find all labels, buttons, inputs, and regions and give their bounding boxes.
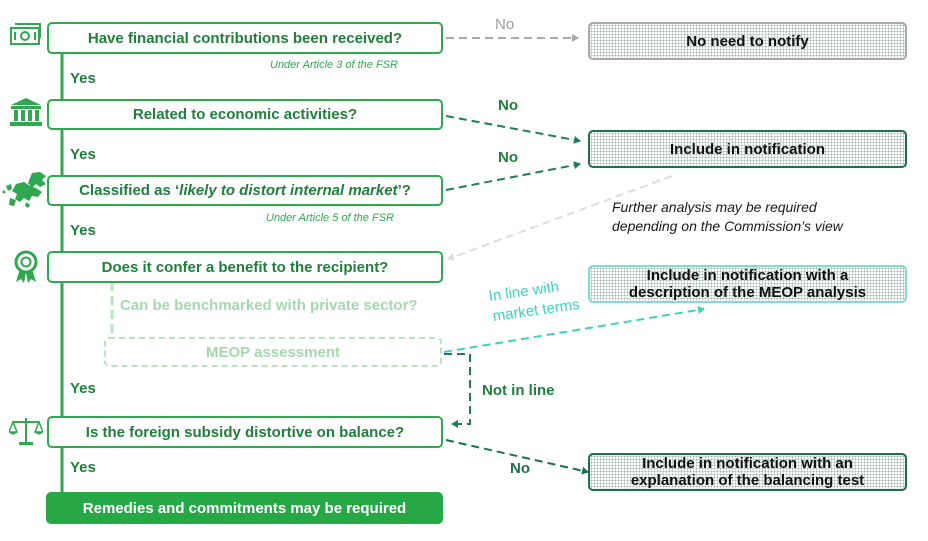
outcome-balancing-test: Include in notification with an explanat…	[588, 453, 907, 491]
question-economic-activities: Related to economic activities?	[47, 99, 443, 130]
no-arrow-q3	[445, 161, 581, 191]
no-label-2: No	[498, 97, 518, 114]
bank-building-icon	[10, 97, 42, 127]
outcome-balancing-test-line-2: explanation of the balancing test	[630, 472, 865, 489]
outcome-meop-description-line-2: description of the MEOP analysis	[628, 284, 867, 301]
question-distortive-on-balance-text: Is the foreign subsidy distortive on bal…	[85, 423, 405, 441]
question-financial-contributions: Have financial contributions been receiv…	[47, 22, 443, 54]
no-label-3: No	[498, 149, 518, 166]
further-analysis-note-line-2: depending on the Commission’s view	[612, 218, 843, 234]
question-likely-to-distort-text: Classified as ‘likely to distort interna…	[79, 182, 411, 199]
remedies-text: Remedies and commitments may be required	[82, 499, 407, 517]
question-economic-activities-text: Related to economic activities?	[132, 106, 358, 123]
question-financial-contributions-text: Have financial contributions been receiv…	[87, 29, 403, 47]
in-line-arrow	[443, 306, 705, 353]
outcome-include-in-notification: Include in notification	[588, 130, 907, 168]
outcome-no-need-to-notify-text: No need to notify	[686, 32, 809, 50]
europe-map-icon	[2, 170, 50, 210]
question-confer-benefit-text: Does it confer a benefit to the recipien…	[101, 258, 389, 276]
not-in-line-label: Not in line	[482, 382, 555, 399]
meop-assessment-text: MEOP assessment	[206, 343, 340, 361]
yes-label-3: Yes	[70, 222, 96, 239]
yes-label-4: Yes	[70, 380, 96, 397]
article-5-reference: Under Article 5 of the FSR	[266, 212, 394, 224]
no-label-1: No	[495, 16, 515, 33]
outcome-no-need-to-notify: No need to notify	[588, 22, 907, 60]
question-distortive-on-balance: Is the foreign subsidy distortive on bal…	[47, 416, 443, 448]
no-arrow-q2	[445, 115, 581, 144]
no-arrow-q5	[445, 439, 589, 475]
outcome-meop-description-line-1: Include in notification with a	[646, 267, 849, 284]
outcome-balancing-test-line-1: Include in notification with an	[642, 455, 853, 472]
article-3-reference: Under Article 3 of the FSR	[270, 59, 398, 71]
not-in-line-arrow	[444, 353, 471, 428]
yes-label-2: Yes	[70, 146, 96, 163]
remedies-box: Remedies and commitments may be required	[46, 492, 443, 524]
banknote-icon	[9, 22, 45, 48]
outcome-include-in-notification-text: Include in notification	[670, 140, 825, 158]
yes-label-1: Yes	[70, 70, 96, 87]
question-likely-to-distort: Classified as ‘likely to distort interna…	[47, 175, 443, 206]
further-analysis-note: Further analysis may be required dependi…	[612, 198, 843, 236]
award-ribbon-icon	[12, 250, 40, 284]
question-confer-benefit: Does it confer a benefit to the recipien…	[47, 251, 443, 283]
further-analysis-arrow	[447, 175, 673, 261]
yes-label-5: Yes	[70, 459, 96, 476]
no-label-5: No	[510, 460, 530, 477]
meop-assessment-box: MEOP assessment	[104, 337, 442, 367]
scales-icon	[7, 416, 45, 446]
benchmark-question: Can be benchmarked with private sector?	[120, 297, 418, 314]
further-analysis-note-line-1: Further analysis may be required	[612, 199, 817, 215]
likely-to-distort-phrase: likely to distort internal market	[179, 182, 398, 199]
outcome-meop-description: Include in notification with a descripti…	[588, 265, 907, 303]
